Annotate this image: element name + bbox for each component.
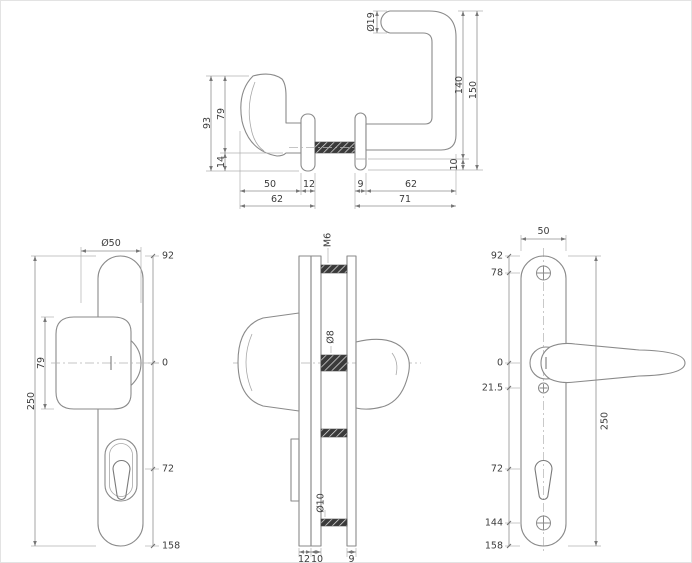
ordinate-tick bbox=[150, 543, 156, 549]
dim-label-dia19: Ø19 bbox=[366, 12, 377, 32]
cylinder-rosette-outer bbox=[104, 438, 138, 502]
top-view-handle-assembly: 93 79 14 50 12 62 9 62 71 140 10 150 bbox=[202, 10, 483, 209]
dim-label-250: 250 bbox=[26, 392, 37, 410]
dim-label-62a: 62 bbox=[271, 194, 283, 205]
dim-label-92: 92 bbox=[162, 251, 174, 262]
interior-plate-section bbox=[346, 255, 357, 547]
lever-profile-contour bbox=[391, 352, 398, 376]
interior-plate-outline bbox=[520, 255, 567, 547]
right-rose-front bbox=[354, 112, 367, 171]
ordinate-tick bbox=[506, 385, 512, 391]
dim-label-dia8: Ø8 bbox=[326, 330, 337, 344]
dim-label-79: 79 bbox=[216, 108, 227, 120]
dim-label-62b: 62 bbox=[405, 179, 417, 190]
connection-bolt-top bbox=[320, 264, 348, 274]
dim-label-m6: M6 bbox=[323, 233, 334, 247]
ordinate-tick bbox=[506, 543, 512, 549]
ordinate-tick bbox=[506, 466, 512, 472]
ordinate-tick bbox=[150, 253, 156, 259]
dim-label-9: 9 bbox=[357, 179, 363, 190]
dim-label-158r: 158 bbox=[485, 541, 503, 552]
dim-label-79-knob: 79 bbox=[36, 357, 47, 369]
cylinder-keyhole bbox=[534, 460, 553, 501]
dim-label-50: 50 bbox=[264, 179, 276, 190]
dim-label-72r: 72 bbox=[491, 464, 503, 475]
ordinate-tick bbox=[506, 270, 512, 276]
dim-label-78: 78 bbox=[491, 268, 503, 279]
dim-label-72: 72 bbox=[162, 464, 174, 475]
exterior-underlay-section bbox=[310, 255, 322, 547]
dim-label-250r: 250 bbox=[600, 412, 611, 430]
cylinder-keyhole bbox=[112, 460, 131, 501]
dim-label-50w: 50 bbox=[537, 226, 549, 237]
dim-label-158: 158 bbox=[162, 541, 180, 552]
dim-label-144: 144 bbox=[485, 518, 503, 529]
screw-small bbox=[538, 382, 549, 394]
dim-label-10t: 10 bbox=[311, 554, 323, 563]
dim-label-93: 93 bbox=[202, 117, 213, 129]
dim-label-21-5: 21.5 bbox=[482, 383, 503, 394]
side-section-view: M6 Ø8 Ø10 12 10 9 bbox=[233, 233, 421, 563]
cylinder-guard-section bbox=[290, 438, 300, 502]
ordinate-tick bbox=[506, 360, 512, 366]
knob-profile bbox=[237, 312, 300, 412]
cylinder-rosette-inner bbox=[109, 443, 133, 497]
dim-label-dia50: Ø50 bbox=[101, 238, 121, 249]
right-handle-outline bbox=[365, 10, 457, 151]
left-handle-grip-contour bbox=[248, 81, 265, 152]
ordinate-tick bbox=[506, 520, 512, 526]
dim-label-150: 150 bbox=[468, 81, 479, 99]
dim-label-0: 0 bbox=[162, 358, 168, 369]
spindle-section bbox=[320, 354, 348, 372]
dim-label-140: 140 bbox=[454, 76, 465, 94]
dim-label-10: 10 bbox=[449, 158, 460, 170]
exterior-plate-section bbox=[298, 255, 312, 547]
left-rose-side bbox=[300, 113, 316, 172]
knob-profile-contour bbox=[245, 333, 253, 392]
left-handle-grip-outline bbox=[240, 73, 302, 157]
dim-label-dia10: Ø10 bbox=[316, 493, 327, 513]
connection-bolt-mid bbox=[320, 428, 348, 438]
dim-label-9t: 9 bbox=[348, 554, 354, 563]
connection-bolt-bottom bbox=[320, 518, 348, 527]
lever-handle-outline bbox=[540, 342, 686, 384]
dim-label-12t: 12 bbox=[298, 554, 310, 563]
dim-label-14: 14 bbox=[216, 156, 227, 168]
ordinate-tick bbox=[506, 253, 512, 259]
lever-profile bbox=[355, 338, 410, 410]
ordinate-tick bbox=[150, 466, 156, 472]
dim-label-92r: 92 bbox=[491, 251, 503, 262]
dim-label-12: 12 bbox=[303, 179, 315, 190]
dim-label-0r: 0 bbox=[497, 358, 503, 369]
front-view-exterior-plate: Ø50 250 79 92 0 72 158 bbox=[26, 238, 180, 552]
ordinate-tick bbox=[150, 360, 156, 366]
dim-label-71: 71 bbox=[399, 194, 411, 205]
front-view-interior-plate: 50 92 78 0 21.5 72 144 158 250 bbox=[482, 226, 686, 554]
